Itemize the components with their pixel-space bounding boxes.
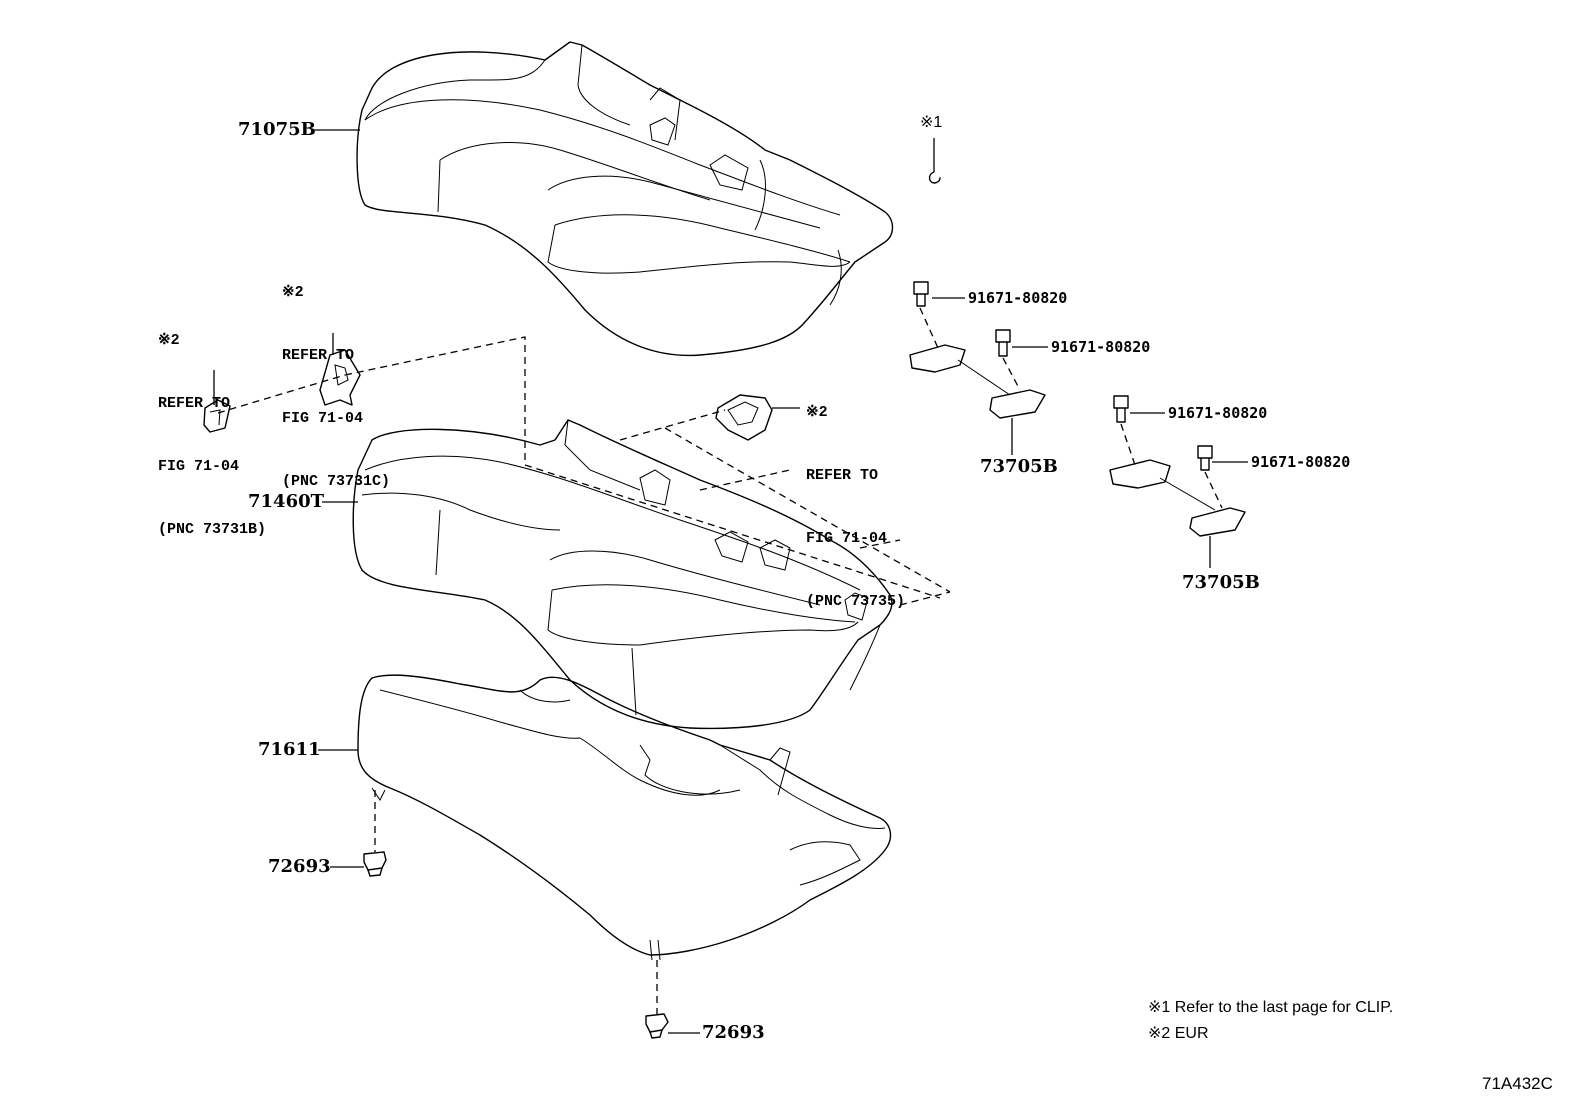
reference-line: (PNC 73735): [806, 593, 906, 610]
hook-upper-drawing: [909, 344, 1046, 419]
reference-line: FIG 71-04: [282, 410, 364, 427]
trim-73735-drawing: [715, 394, 773, 441]
hook-lower-drawing: [1109, 459, 1246, 537]
reference-line: FIG 71-04: [158, 458, 240, 475]
trim-73731c-drawing: [319, 349, 361, 406]
clip-marker: ※1: [920, 114, 943, 131]
seat-cushion-cover-drawing: [356, 41, 894, 357]
reference-mark: ※2: [282, 284, 304, 301]
bolt-icons: [913, 281, 1213, 471]
seat-cushion-pad-drawing: [352, 419, 893, 730]
reference-line: REFER TO: [158, 395, 231, 412]
part-label-bolt-4[interactable]: 91671-80820: [1251, 453, 1351, 471]
footnote-clip: ※1 Refer to the last page for CLIP.: [1148, 999, 1394, 1016]
part-label-71460t[interactable]: 71460T: [248, 491, 325, 512]
part-label-72693-upper[interactable]: 72693: [268, 856, 331, 877]
reference-line: REFER TO: [282, 347, 355, 364]
reference-mark: ※2: [158, 332, 180, 349]
trim-73731b-drawing: [203, 399, 231, 433]
reference-mark: ※2: [806, 404, 828, 421]
reference-line: (PNC 73731C): [282, 473, 391, 490]
part-label-73705b-upper[interactable]: 73705B: [980, 456, 1058, 477]
part-label-bolt-2[interactable]: 91671-80820: [1051, 338, 1151, 356]
part-label-71075b[interactable]: 71075B: [238, 119, 316, 140]
seat-cushion-frame-drawing: [357, 674, 892, 961]
leader-lines: [213, 129, 1248, 1034]
part-label-73705b-lower[interactable]: 73705B: [1182, 572, 1260, 593]
reference-line: REFER TO: [806, 467, 879, 484]
reference-line: FIG 71-04: [806, 530, 888, 547]
part-label-bolt-3[interactable]: 91671-80820: [1168, 404, 1268, 422]
clip-upper-drawing: [363, 851, 387, 877]
reference-73731b[interactable]: ※2 REFER TO FIG 71-04 (PNC 73731B): [158, 288, 266, 561]
part-label-71611[interactable]: 71611: [258, 739, 321, 760]
diagram-code: 71A432C: [1482, 1074, 1553, 1093]
clip-lower-drawing: [645, 1013, 669, 1039]
clip-symbol-drawing: [928, 138, 941, 184]
part-label-bolt-1[interactable]: 91671-80820: [968, 289, 1068, 307]
assembly-dashed-lines: [217, 307, 1223, 1014]
reference-73735[interactable]: ※2 REFER TO FIG 71-04 (PNC 73735): [806, 360, 905, 633]
reference-73731c[interactable]: ※2 REFER TO FIG 71-04 (PNC 73731C): [282, 240, 390, 513]
reference-line: (PNC 73731B): [158, 521, 267, 538]
part-label-72693-lower[interactable]: 72693: [702, 1022, 765, 1043]
footnote-eur: ※2 EUR: [1148, 1025, 1209, 1042]
